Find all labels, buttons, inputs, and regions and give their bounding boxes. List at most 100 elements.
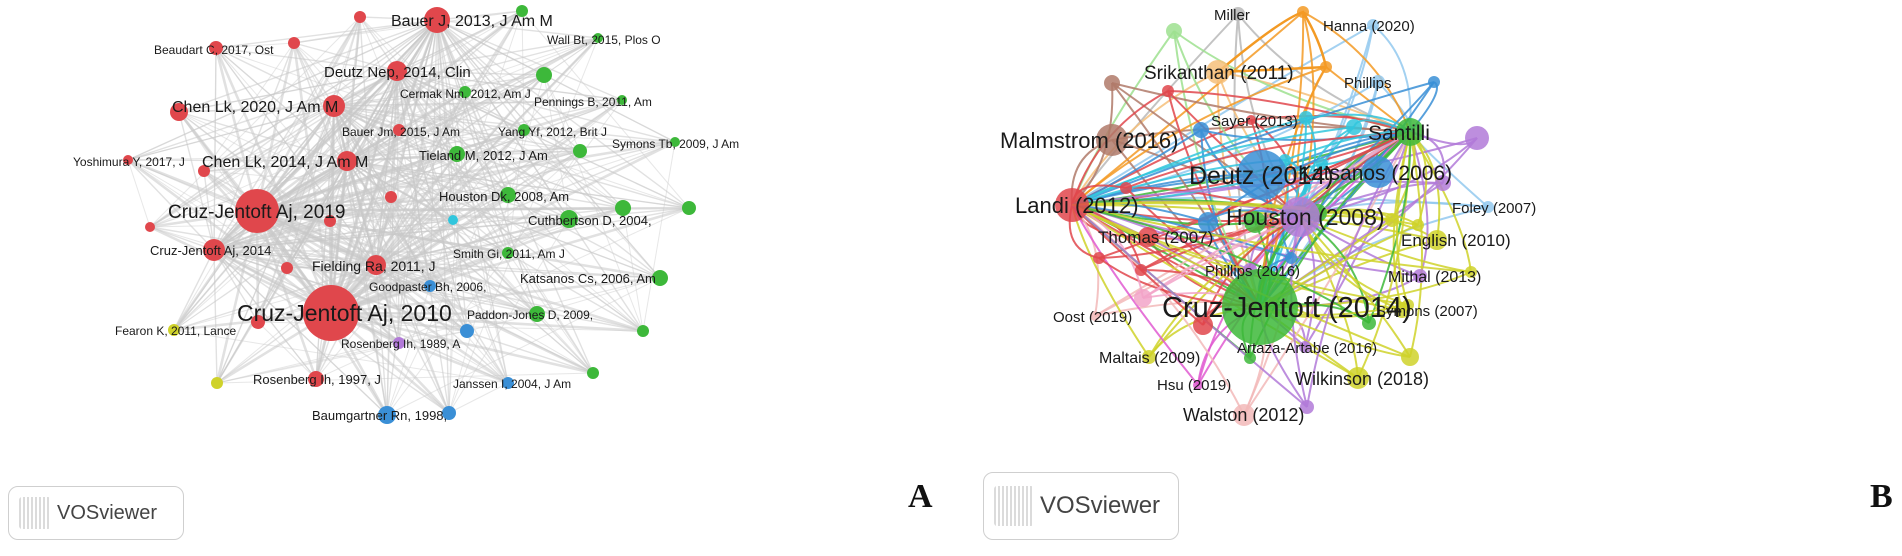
node[interactable] [682, 201, 696, 215]
node[interactable] [448, 215, 458, 225]
node[interactable] [1193, 122, 1209, 138]
node-cruz-jentoft-aj-2010[interactable] [303, 285, 359, 341]
node-fielding-ra-2011-j[interactable] [366, 255, 386, 275]
node[interactable] [354, 11, 366, 23]
node[interactable] [1244, 211, 1266, 233]
node[interactable] [1428, 76, 1440, 88]
node[interactable] [1300, 400, 1314, 414]
node-bauer-jm-2015-j-am[interactable] [393, 124, 405, 136]
node[interactable] [1162, 85, 1174, 97]
node-chen-lk-2020-j-am-m[interactable] [323, 95, 345, 117]
node-symons-tb-2009-j-am[interactable] [670, 137, 680, 147]
node[interactable] [385, 191, 397, 203]
node[interactable] [198, 165, 210, 177]
node-cruz-jentoft-aj-2019[interactable] [235, 189, 279, 233]
node-symons-2007[interactable] [1394, 302, 1410, 318]
node[interactable] [1401, 348, 1419, 366]
node-chen-lk-2014-j-am-m[interactable] [337, 151, 357, 171]
node[interactable] [1244, 352, 1256, 364]
node[interactable] [1135, 264, 1147, 276]
node[interactable] [1362, 316, 1376, 330]
node-hsu-2019[interactable] [1193, 380, 1203, 390]
edge [178, 111, 468, 332]
node-deutz-nep-2014-clin[interactable] [387, 61, 407, 81]
node-cruz-jentoft-2014[interactable] [1222, 269, 1298, 345]
node[interactable] [1198, 212, 1218, 232]
node[interactable] [1093, 252, 1105, 264]
node[interactable] [1297, 6, 1309, 18]
node-srikanthan-2011[interactable] [1206, 60, 1230, 84]
node-walston-2012[interactable] [1233, 404, 1255, 426]
node[interactable] [573, 144, 587, 158]
node-katsanos-2006[interactable] [1362, 156, 1394, 188]
node-yoshimura-y-2017-j[interactable] [123, 155, 133, 165]
node-yang-yf-2012-brit-j[interactable] [518, 124, 530, 136]
node[interactable] [1299, 111, 1313, 125]
node-phillips[interactable] [1371, 75, 1385, 89]
node-katsanos-cs-2006-am[interactable] [652, 270, 668, 286]
node-santilli[interactable] [1396, 118, 1424, 146]
node[interactable] [1285, 252, 1297, 264]
node-landi-2012[interactable] [1055, 188, 1089, 222]
node-artaza-artabe-2016[interactable] [1299, 341, 1311, 353]
node-oost-2019[interactable] [1090, 311, 1100, 321]
node-rosenberg-ih-1997-j[interactable] [308, 371, 324, 387]
node[interactable] [324, 215, 336, 227]
node-rosenberg-ih-1989-a[interactable] [393, 337, 405, 349]
node[interactable] [587, 367, 599, 379]
node[interactable] [145, 222, 155, 232]
node-cruz-jentoft-aj-2014[interactable] [203, 239, 225, 261]
node[interactable] [1193, 315, 1213, 335]
node[interactable] [170, 103, 188, 121]
node[interactable] [281, 262, 293, 274]
node-goodpaster-bh-2006[interactable] [424, 280, 436, 292]
node[interactable] [615, 200, 631, 216]
node[interactable] [288, 37, 300, 49]
node-fearon-k-2011-lance[interactable] [168, 324, 180, 336]
node[interactable] [1435, 175, 1451, 191]
node[interactable] [1166, 23, 1182, 39]
node[interactable] [1104, 75, 1120, 91]
node-pennings-b-2011-am[interactable] [617, 95, 627, 105]
node-houston-dk-2008-am[interactable] [500, 187, 516, 203]
node-hanna-2020[interactable] [1367, 19, 1379, 31]
node[interactable] [1134, 289, 1152, 307]
node-malmstrom-2016[interactable] [1096, 124, 1128, 156]
node-smith-gi-2011-am-j[interactable] [502, 247, 514, 259]
node[interactable] [1412, 219, 1424, 231]
node[interactable] [1385, 213, 1399, 227]
node[interactable] [1346, 119, 1362, 135]
node[interactable] [536, 67, 552, 83]
node-sayer-2013[interactable] [1246, 115, 1256, 125]
node-houston-2008[interactable] [1280, 197, 1320, 237]
node[interactable] [1465, 266, 1477, 278]
node-maltais-2009[interactable] [1142, 350, 1156, 364]
node-beaudart-c-2017-ost[interactable] [209, 41, 223, 55]
node[interactable] [1465, 126, 1489, 150]
node-janssen-i-2004-j-am[interactable] [502, 377, 514, 389]
node-cuthbertson-d-2004[interactable] [560, 210, 578, 228]
node[interactable] [211, 377, 223, 389]
node[interactable] [516, 5, 528, 17]
node-thomas-2007[interactable] [1138, 227, 1158, 247]
node[interactable] [442, 406, 456, 420]
node[interactable] [460, 324, 474, 338]
node-foley-2007[interactable] [1482, 201, 1494, 213]
node-bauer-j-2013-j-am-m[interactable] [424, 7, 450, 33]
node-paddon-jones-d-2009[interactable] [529, 306, 545, 322]
node-deutz-2014[interactable] [1237, 150, 1287, 200]
node-wall-bt-2015-plos-o[interactable] [593, 33, 603, 43]
node-cermak-nm-2012-am-j[interactable] [459, 86, 471, 98]
node-wilkinson-2018[interactable] [1347, 367, 1369, 389]
node-tieland-m-2012-j-am[interactable] [449, 146, 465, 162]
node-baumgartner-rn-1998[interactable] [378, 406, 396, 424]
node[interactable] [1320, 61, 1332, 73]
node-mithal-2013[interactable] [1413, 269, 1427, 283]
node-miller[interactable] [1231, 7, 1245, 21]
node[interactable] [1316, 158, 1328, 170]
node-english-2010[interactable] [1427, 230, 1447, 250]
node[interactable] [637, 325, 649, 337]
node[interactable] [1120, 182, 1132, 194]
node[interactable] [251, 315, 265, 329]
